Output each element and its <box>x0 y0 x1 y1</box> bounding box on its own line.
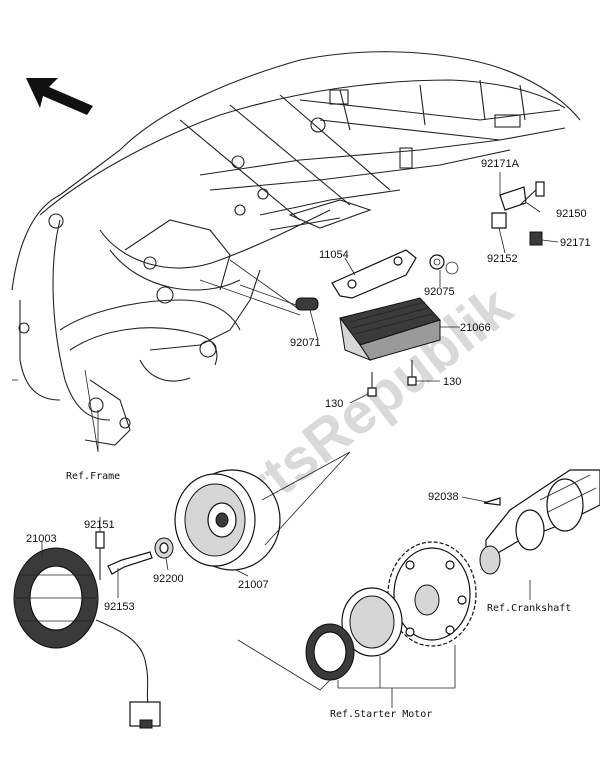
reference-label-starter-motor: Ref.Starter Motor <box>330 709 432 720</box>
part-label-130-lower: 130 <box>325 398 343 410</box>
part-label-92075: 92075 <box>424 286 455 298</box>
crankshaft-illustration <box>479 469 600 575</box>
part-label-92200: 92200 <box>153 573 184 585</box>
part-label-130-upper: 130 <box>443 376 461 388</box>
reference-label-frame: Ref.Frame <box>66 471 120 482</box>
part-label-92171A: 92171A <box>481 158 520 170</box>
generator-parts-illustration <box>13 469 281 729</box>
part-label-92153: 92153 <box>104 601 135 613</box>
part-label-21007: 21007 <box>238 579 269 591</box>
part-label-92038: 92038 <box>428 491 459 503</box>
part-label-92151: 92151 <box>84 519 115 531</box>
part-label-21066: 21066 <box>460 322 491 334</box>
reference-label-crankshaft: Ref.Crankshaft <box>487 603 571 614</box>
front-direction-arrow-icon <box>26 78 93 115</box>
part-label-11054: 11054 <box>319 249 349 261</box>
leader-lines <box>41 172 559 708</box>
part-label-92071: 92071 <box>290 337 321 349</box>
part-label-92171: 92171 <box>560 237 591 249</box>
part-label-21003: 21003 <box>26 533 57 545</box>
part-label-92150: 92150 <box>556 208 587 220</box>
frame-illustration <box>11 51 581 446</box>
starter-clutch-illustration <box>305 541 477 681</box>
part-label-92152: 92152 <box>487 253 518 265</box>
regulator-rectifier-illustration <box>295 181 545 397</box>
